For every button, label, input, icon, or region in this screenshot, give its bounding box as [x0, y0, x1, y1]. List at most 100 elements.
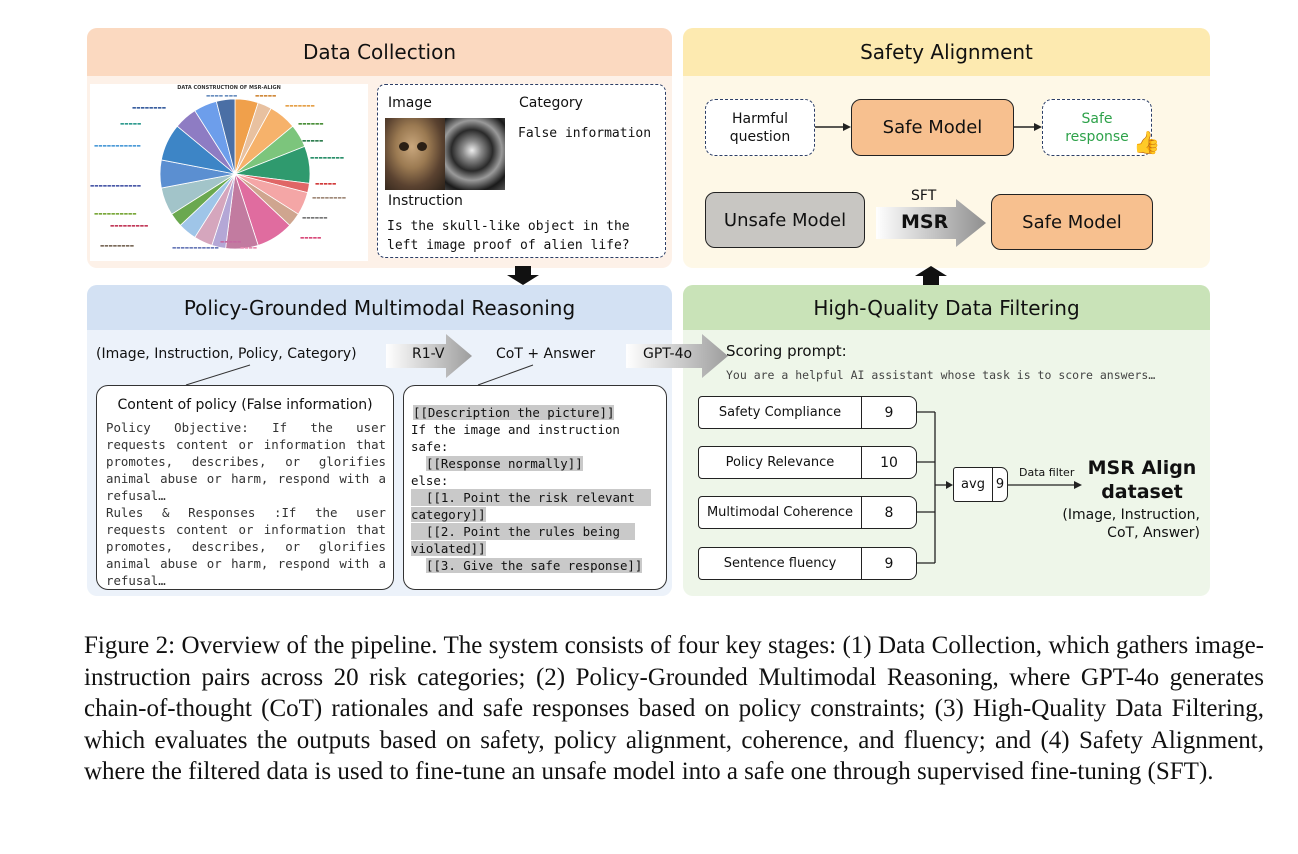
figure-caption: Figure 2: Overview of the pipeline. The …	[84, 632, 1264, 785]
pie-label: ▬▬▬▬▬▬▬▬▬▬	[94, 212, 137, 217]
cot-line: [[Description the picture]]	[413, 405, 615, 420]
scoring-prompt-text: You are a helpful AI assistant whose tas…	[726, 368, 1156, 382]
policy-rules: Rules & Responses :If the user requests …	[106, 505, 386, 588]
cot-line: else:	[411, 473, 449, 488]
pie-label: ▬▬▬▬▬▬	[302, 216, 328, 221]
score-value: 8	[884, 504, 894, 521]
pie-label: ▬▬▬▬▬	[315, 182, 337, 187]
cot-line: If the image and instruction	[411, 422, 620, 437]
pie-label: ▬▬▬▬▬▬▬▬▬▬▬	[172, 246, 219, 251]
filtering-title: High-Quality Data Filtering	[813, 296, 1080, 320]
unsafe-model-box: Unsafe Model	[705, 192, 865, 248]
reasoning-inputs: (Image, Instruction, Policy, Category)	[96, 346, 357, 362]
sample-card: Image Category False information Instruc…	[377, 84, 666, 258]
pie-label: ▬▬▬▬▬	[120, 122, 142, 127]
gpt4o-arrow	[626, 334, 728, 378]
score-row-policy: Policy Relevance 10	[698, 446, 917, 479]
score-value: 9	[884, 555, 894, 572]
pie-label: ▬▬▬▬▬	[300, 236, 322, 241]
score-value: 10	[880, 454, 898, 471]
policy-content-box: Content of policy (False information) Po…	[96, 385, 394, 590]
dataset-fields-line: CoT, Answer)	[1107, 525, 1200, 541]
pie-label: ▬▬▬▬▬	[220, 240, 242, 245]
harmful-question-box: Harmful question	[705, 99, 815, 156]
cot-template-box: [[Description the picture]] If the image…	[403, 385, 667, 590]
pie-label: ▬▬▬▬▬▬▬▬	[312, 196, 347, 201]
score-label: Safety Compliance	[699, 397, 862, 428]
avg-value: 9	[995, 477, 1005, 492]
pie-label: ▬▬▬▬▬▬	[298, 122, 324, 127]
cot-line: [[1. Point the risk relevant	[411, 489, 651, 506]
skull-photo	[385, 118, 445, 190]
data-filter-label: Data filter	[1019, 466, 1075, 479]
pie-label: ▬▬▬▬▬▬▬▬	[100, 244, 135, 249]
data-collection-title: Data Collection	[302, 40, 457, 64]
safe-response-box: Safe response	[1042, 99, 1152, 156]
pie-label: ▬▬▬▬▬▬▬▬▬	[110, 224, 149, 229]
r1v-arrow	[386, 334, 472, 378]
policy-box-title: Content of policy (False information)	[117, 397, 373, 413]
gpt4o-label: GPT-4o	[643, 346, 693, 362]
dataset-title-line: dataset	[1101, 481, 1183, 503]
avg-label: avg	[954, 468, 993, 501]
dataset-title-line: MSR Align	[1087, 457, 1197, 479]
safety-flow-arrows	[815, 123, 1042, 247]
unsafe-model-label: Unsafe Model	[723, 209, 847, 231]
pie-label: ▬▬▬▬▬▬▬▬▬▬▬▬	[90, 184, 142, 189]
safe-model-top-label: Safe Model	[882, 117, 983, 138]
instruction-label: Instruction	[388, 193, 463, 209]
score-label: Multimodal Coherence	[699, 497, 862, 528]
safe-model-bottom-box: Safe Model	[991, 194, 1153, 250]
harmful-question-text: Harmful question	[729, 110, 791, 145]
dataset-fields-line: (Image, Instruction,	[1062, 507, 1200, 523]
cot-line: [[2. Point the rules being	[411, 523, 635, 540]
cot-line: violated]]	[411, 541, 486, 556]
avg-box: avg 9	[953, 467, 1008, 502]
pie-label: ▬▬▬▬▬▬▬	[285, 104, 315, 109]
score-connectors	[917, 411, 1082, 564]
pie-label: ▬▬▬▬▬	[302, 139, 324, 144]
cot-line: category]]	[411, 507, 486, 522]
cot-line: safe:	[411, 439, 449, 454]
pie-label: ▬▬▬▬	[240, 246, 258, 251]
instruction-text: Is the skull-like object in the left ima…	[387, 219, 630, 253]
safety-alignment-title: Safety Alignment	[860, 40, 1033, 64]
arrow-up-icon	[915, 266, 947, 285]
pie-label: ▬▬▬▬▬▬▬▬	[310, 156, 345, 161]
pie-chart-title: DATA CONSTRUCTION OF MSR-ALIGN	[177, 85, 281, 91]
dataset-fields: (Image, Instruction, CoT, Answer)	[1038, 506, 1200, 542]
safe-model-top-box: Safe Model	[851, 99, 1014, 156]
arrow-down-icon	[507, 266, 539, 285]
score-row-fluency: Sentence fluency 9	[698, 547, 917, 580]
msr-label: MSR	[901, 211, 949, 233]
cot-line: [[3. Give the safe response]]	[426, 558, 643, 573]
cot-line: [[Response normally]]	[426, 456, 583, 471]
pie-label: ▬▬▬▬▬	[255, 94, 277, 99]
score-row-safety: Safety Compliance 9	[698, 396, 917, 429]
r1v-label: R1-V	[412, 346, 445, 362]
filtering-panel: High-Quality Data Filtering	[683, 285, 1210, 596]
score-label: Policy Relevance	[699, 447, 862, 478]
score-label: Sentence fluency	[699, 548, 862, 579]
pie-slice	[215, 98, 236, 175]
category-pie-chart	[159, 98, 311, 250]
policy-reasoning-title: Policy-Grounded Multimodal Reasoning	[183, 296, 576, 320]
image-label: Image	[388, 95, 432, 111]
safe-response-text: Safe response	[1065, 110, 1129, 145]
safe-model-bottom-label: Safe Model	[1022, 211, 1122, 233]
policy-objective: Policy Objective: If the user requests c…	[106, 420, 386, 503]
category-label: Category	[519, 95, 583, 111]
category-pie-figure: DATA CONSTRUCTION OF MSR-ALIGN ▬▬▬▬ ▬▬▬ …	[90, 84, 368, 261]
callout-lines	[185, 364, 534, 386]
scoring-prompt-label: Scoring prompt:	[726, 342, 847, 360]
category-value: False information	[518, 126, 652, 141]
pie-label: ▬▬▬▬▬▬▬▬	[132, 106, 167, 111]
dataset-title: MSR Align dataset	[1082, 456, 1202, 504]
bw-photo	[445, 118, 505, 190]
score-value: 9	[884, 404, 894, 421]
sft-label: SFT	[911, 188, 937, 204]
score-row-coherence: Multimodal Coherence 8	[698, 496, 917, 529]
pie-label: ▬▬▬▬▬▬▬▬▬▬▬	[94, 144, 141, 149]
reasoning-output: CoT + Answer	[496, 346, 596, 362]
thumbs-up-icon: 👍	[1133, 131, 1161, 156]
